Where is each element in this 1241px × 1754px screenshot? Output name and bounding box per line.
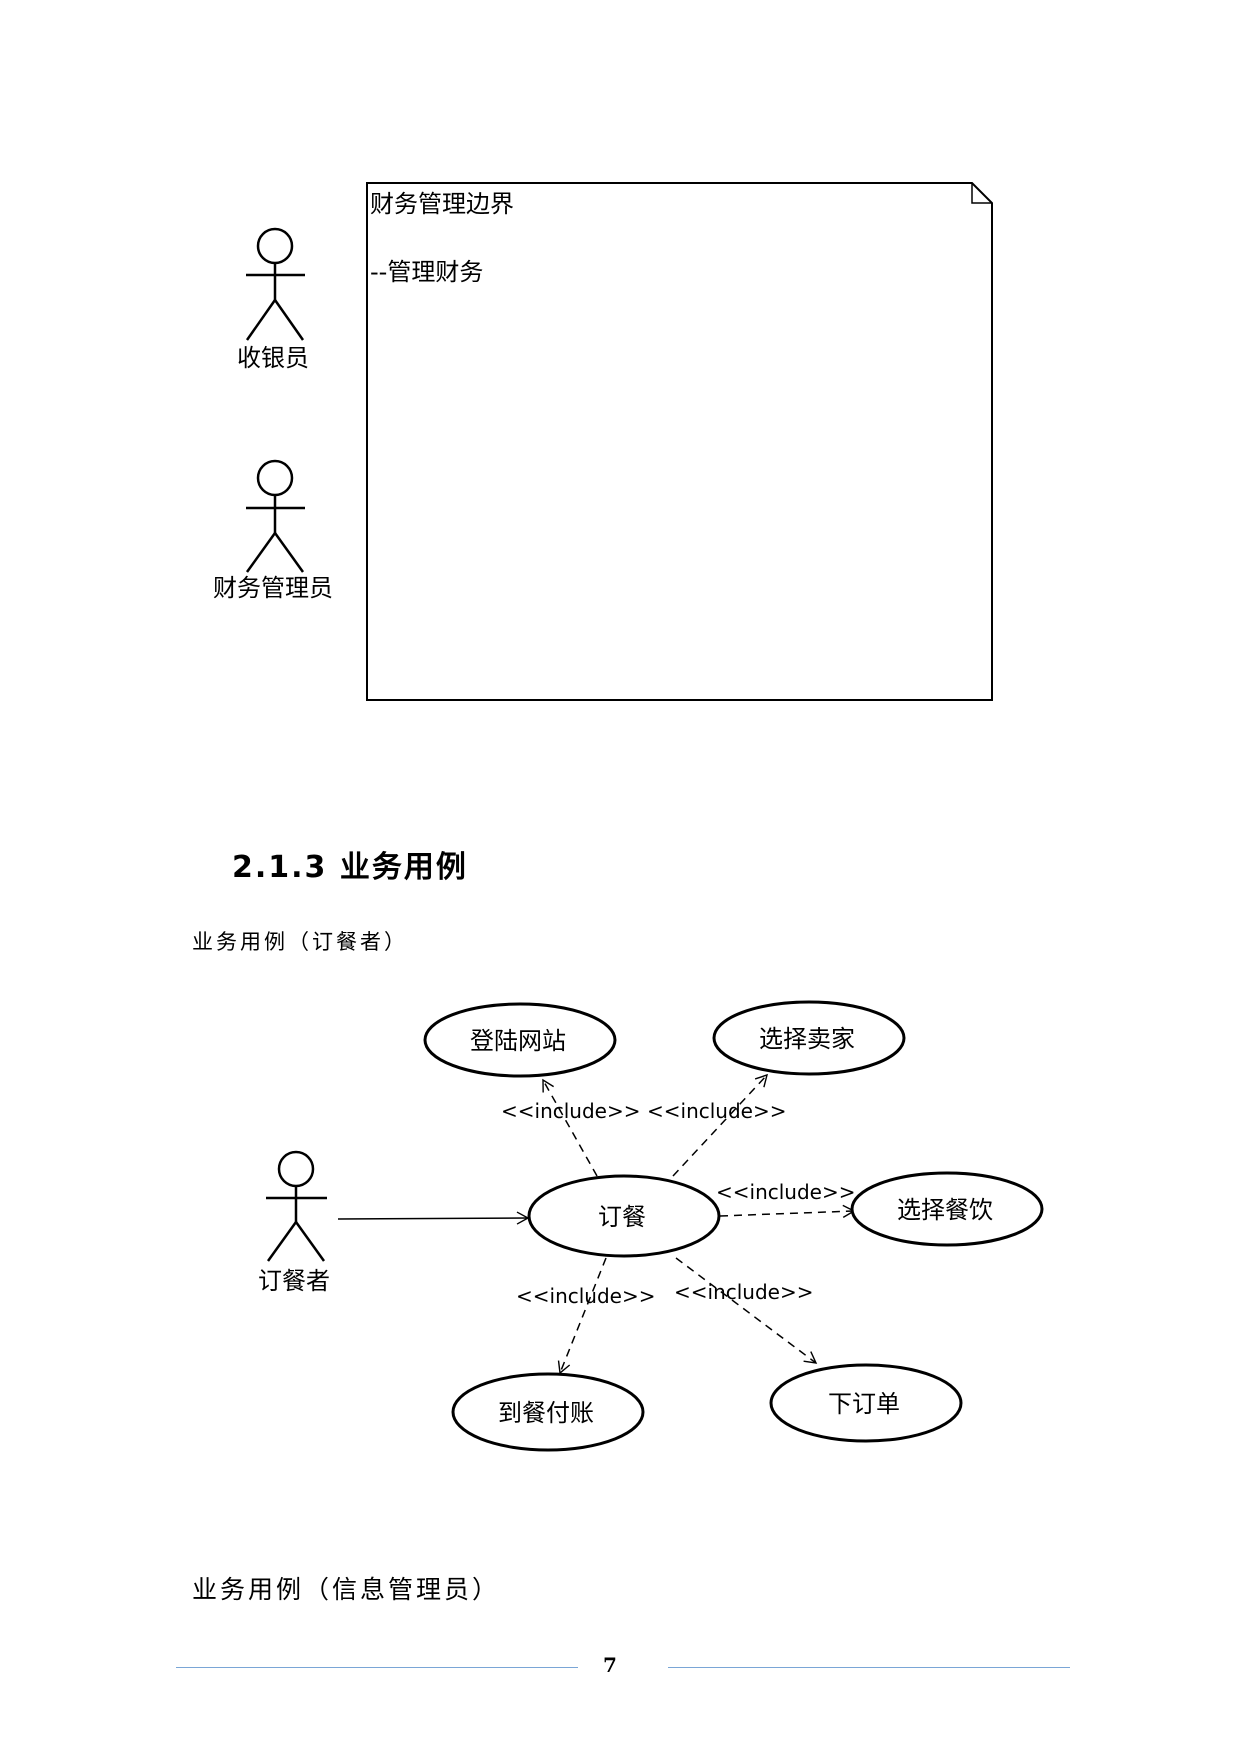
use-case-login-label: 登陆网站 (470, 1027, 566, 1055)
include-label: <<include>> (716, 1180, 856, 1204)
use-case-labels: 登陆网站 选择卖家 订餐 选择餐饮 到餐付账 下订单 (470, 1025, 993, 1427)
footer-rule-right (668, 1667, 1070, 1668)
boundary-title: 财务管理边界 (370, 190, 514, 218)
use-case-order-meal-label: 订餐 (598, 1203, 646, 1231)
include-label: <<include>> (647, 1099, 787, 1123)
include-label: <<include>> (516, 1284, 656, 1308)
include-arrows (542, 1073, 856, 1375)
use-case-place-order (769, 1363, 963, 1443)
use-case-select-seller (712, 1000, 906, 1076)
actor-head (256, 459, 294, 497)
include-label: <<include>> (501, 1099, 641, 1123)
boundary-note: --管理财务 (370, 258, 483, 286)
actor-head (277, 1150, 315, 1188)
include-label: <<include>> (674, 1280, 814, 1304)
actor-orderer-label: 订餐者 (258, 1267, 330, 1295)
actor-finance-manager-label: 财务管理员 (213, 574, 333, 602)
use-case-pay-on-arrival-label: 到餐付账 (498, 1399, 594, 1427)
caption-orderer: 业务用例（订餐者） (192, 930, 408, 954)
use-case-order-meal (527, 1174, 721, 1258)
footer-rule-left (176, 1667, 578, 1668)
actor-cashier-label: 收银员 (237, 344, 309, 372)
use-case-login (423, 1002, 617, 1078)
actor-orderer (266, 1150, 327, 1262)
use-case-place-order-label: 下订单 (828, 1390, 900, 1418)
use-case-select-food (850, 1171, 1044, 1247)
use-case-select-food-label: 选择餐饮 (897, 1196, 993, 1224)
actor-head (256, 227, 294, 265)
boundary-note-box (366, 182, 993, 701)
use-case-ellipses (423, 1000, 1044, 1452)
caption-admin: 业务用例（信息管理员） (192, 1575, 501, 1604)
page-number: 7 (603, 1653, 617, 1677)
section-heading: 2.1.3 业务用例 (232, 850, 468, 885)
actor-finance-manager (245, 459, 305, 573)
association-line (337, 1211, 530, 1225)
actor-cashier (245, 227, 305, 341)
use-case-select-seller-label: 选择卖家 (759, 1025, 855, 1053)
use-case-pay-on-arrival (451, 1372, 645, 1452)
include-stereotype-labels: <<include>> <<include>> <<include>> <<in… (501, 1099, 856, 1308)
